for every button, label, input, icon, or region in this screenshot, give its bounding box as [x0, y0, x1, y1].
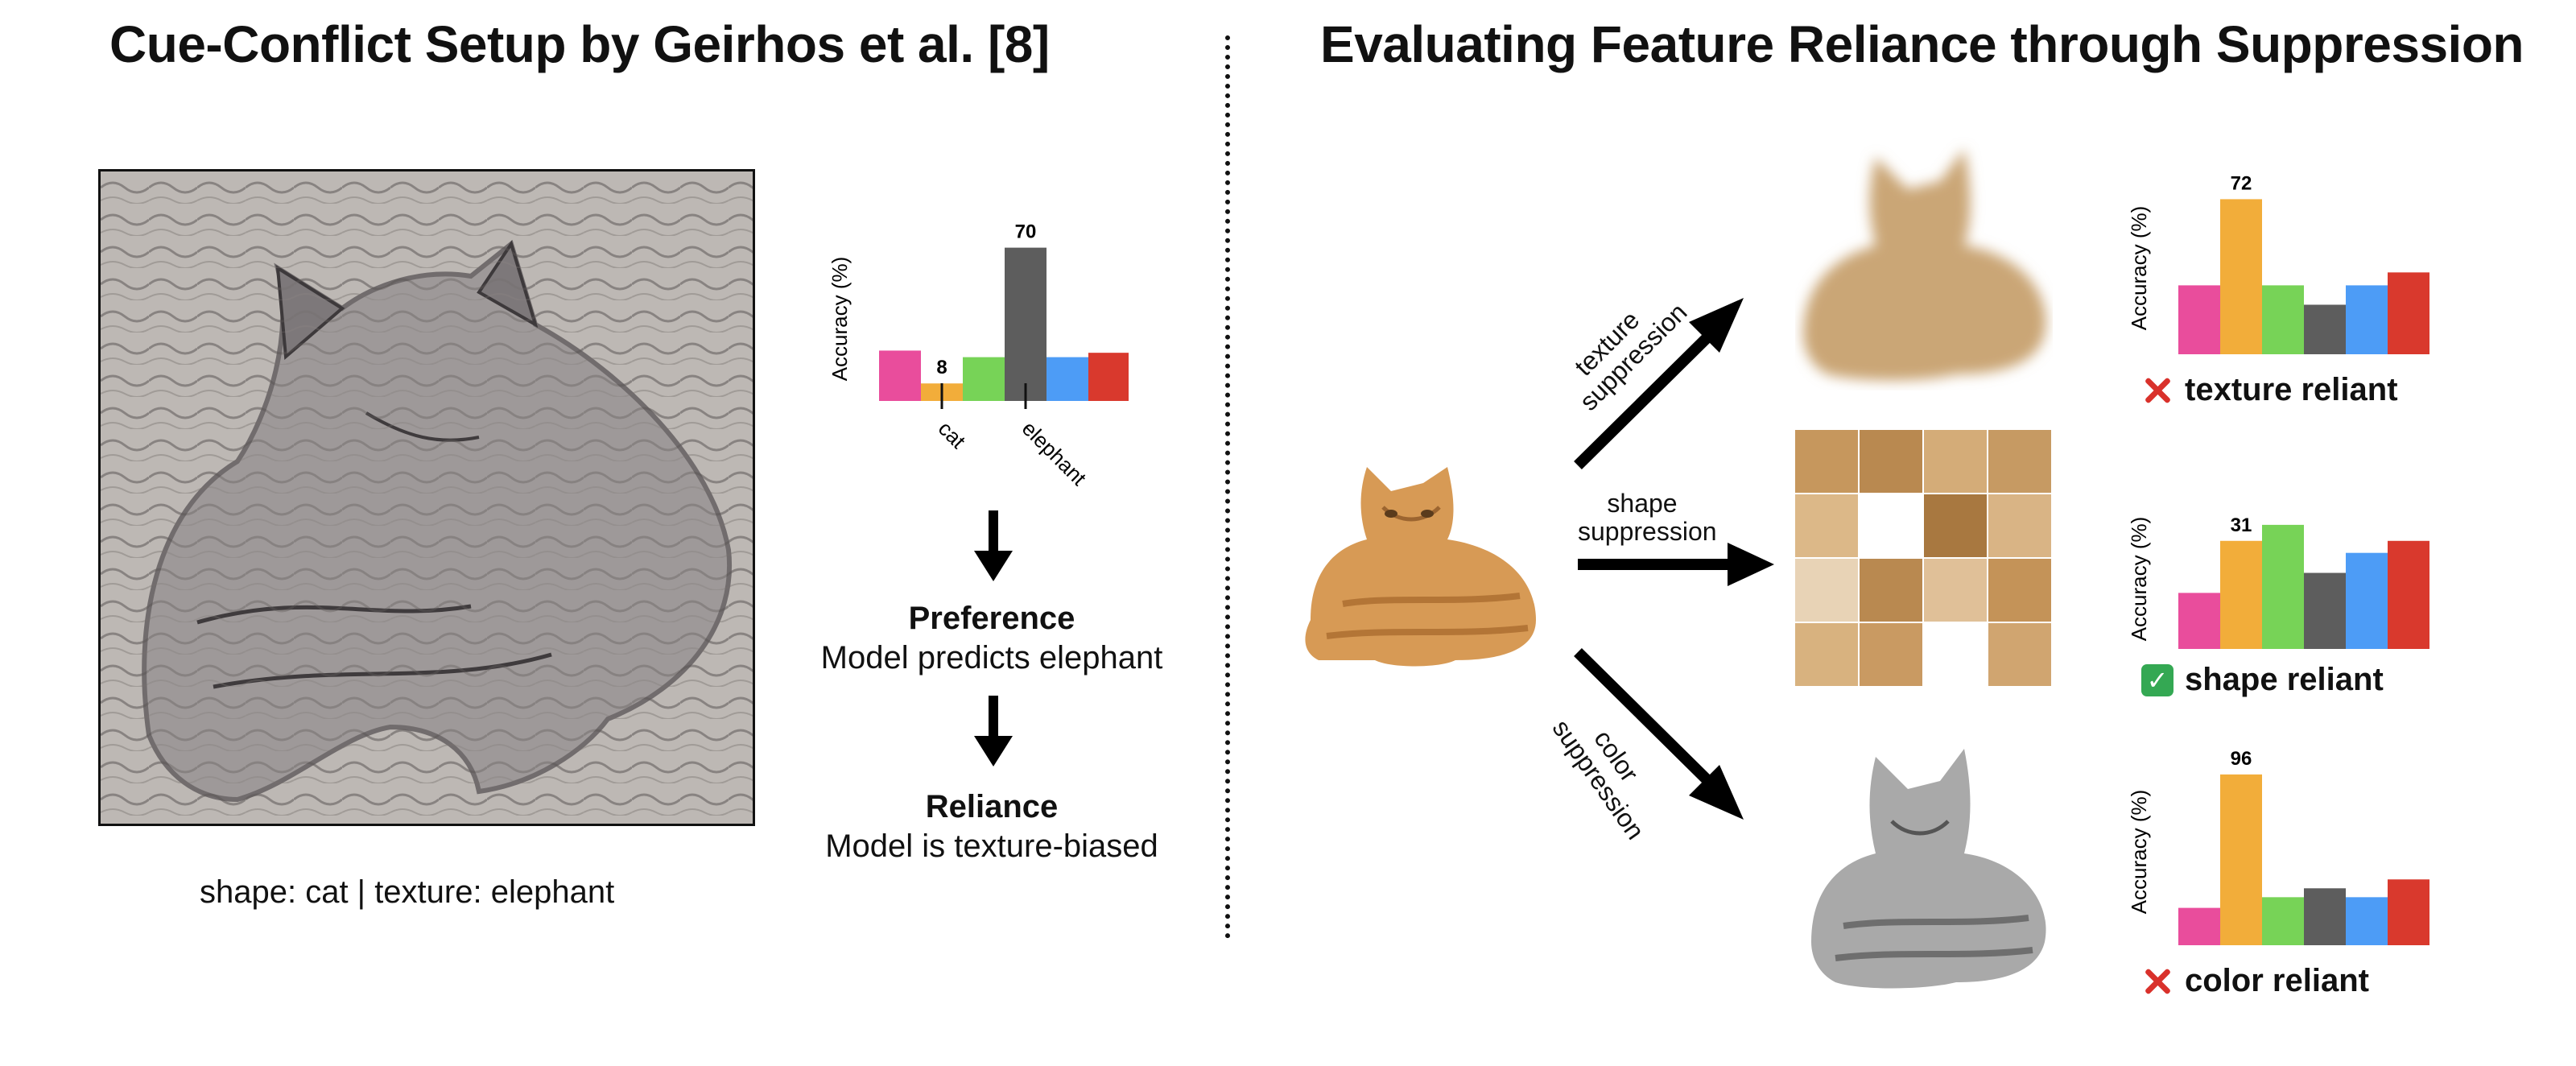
label-line: suppression — [1578, 517, 1717, 547]
chart-bar — [1046, 357, 1088, 401]
cross-icon — [2141, 965, 2174, 998]
x-tick-label: cat — [934, 416, 971, 453]
reliance-heading: Reliance — [925, 789, 1059, 824]
left-panel-title: Cue-Conflict Setup by Geirhos et al. [8] — [109, 15, 1050, 73]
chart-bar — [2388, 540, 2429, 649]
right-panel-title: Evaluating Feature Reliance through Supp… — [1320, 15, 2524, 73]
reliance-text: Model is texture-biased — [825, 828, 1158, 864]
chart-bar — [2346, 552, 2388, 649]
preference-text: Model predicts elephant — [820, 639, 1163, 676]
label-line: shape — [1607, 489, 1678, 518]
texture-suppressed-image — [1795, 133, 2053, 390]
chart-bar — [1088, 353, 1129, 401]
chart-bar — [2388, 879, 2429, 945]
chart-bar — [2346, 285, 2388, 354]
shape-verdict: ✓ shape reliant — [2141, 662, 2384, 698]
chart-bar — [963, 357, 1005, 401]
data-label: 70 — [1015, 221, 1037, 243]
chart-bar — [2262, 897, 2304, 945]
shape-suppression-arrow — [1578, 543, 1774, 586]
chart-bar — [879, 350, 921, 401]
data-label: 31 — [2231, 514, 2252, 536]
chart-bar — [2220, 774, 2262, 945]
preference-heading: Preference — [908, 601, 1075, 636]
chart-bar — [2304, 304, 2346, 354]
shape-suppression-chart: Accuracy (%) 31 — [2127, 514, 2429, 649]
color-verdict: color reliant — [2141, 963, 2369, 999]
chart-bar — [2262, 524, 2304, 649]
data-label: 96 — [2231, 748, 2252, 770]
y-axis-label: Accuracy (%) — [828, 257, 852, 382]
check-icon: ✓ — [2141, 663, 2174, 696]
chart-bar — [2304, 888, 2346, 945]
verdict-text: shape reliant — [2185, 662, 2384, 697]
chart-bar — [2220, 540, 2262, 649]
color-suppression-arrow — [1574, 648, 1744, 820]
y-axis-label: Accuracy (%) — [2127, 790, 2151, 915]
texture-suppression-arrow — [1574, 298, 1744, 469]
color-suppression-chart: Accuracy (%) 96 — [2127, 748, 2429, 945]
verdict-text: texture reliant — [2185, 372, 2398, 407]
original-cat-image — [1294, 419, 1544, 676]
chart-bar — [2262, 285, 2304, 354]
arrow-down-icon — [974, 696, 1013, 766]
shape-suppressed-image — [1795, 430, 2053, 688]
chart-bar — [2388, 272, 2429, 354]
chart-bar — [2304, 572, 2346, 649]
cue-conflict-image — [98, 169, 755, 826]
chart-bar — [2178, 593, 2220, 649]
cue-conflict-chart: Accuracy (%) 8 70 cat elephant — [828, 221, 1129, 490]
chart-bar — [2178, 907, 2220, 945]
chart-bar — [2220, 199, 2262, 354]
texture-verdict: texture reliant — [2141, 372, 2398, 408]
y-axis-label: Accuracy (%) — [2127, 206, 2151, 331]
data-label: 8 — [936, 357, 947, 378]
color-suppressed-image — [1795, 733, 2061, 998]
preference-block: Preference Model predicts elephant — [815, 599, 1169, 678]
reliance-block: Reliance Model is texture-biased — [815, 787, 1169, 866]
image-caption: shape: cat | texture: elephant — [200, 874, 615, 910]
data-label: 72 — [2231, 172, 2252, 194]
shape-suppression-label: shape suppression — [1578, 489, 1717, 547]
dotted-divider — [1225, 35, 1230, 939]
chart-bar — [2346, 897, 2388, 945]
arrow-down-icon — [974, 510, 1013, 581]
chart-bar — [2178, 285, 2220, 354]
texture-suppression-chart: Accuracy (%) 72 — [2127, 172, 2429, 354]
x-tick-label: elephant — [1018, 416, 1092, 490]
cross-icon — [2141, 374, 2174, 407]
chart-bar — [1005, 247, 1046, 401]
verdict-text: color reliant — [2185, 963, 2369, 998]
y-axis-label: Accuracy (%) — [2127, 517, 2151, 642]
